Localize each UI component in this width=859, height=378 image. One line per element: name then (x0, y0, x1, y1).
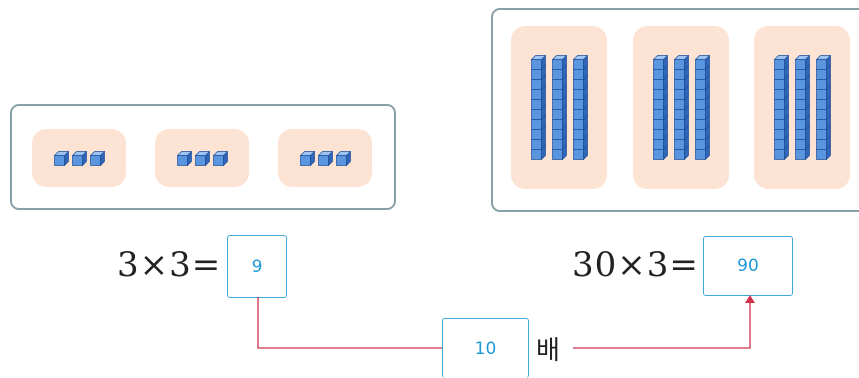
ten-rod-icon (551, 55, 567, 160)
tens-equation: 30×3= (572, 245, 699, 285)
unit-cube-icon (212, 150, 228, 166)
tens-answer-box[interactable]: 90 (703, 236, 793, 296)
ones-panel (10, 104, 396, 210)
ten-rod-icon (694, 55, 710, 160)
ten-rod-icon (652, 55, 668, 160)
unit-cube-icon (299, 150, 315, 166)
rod-group-1 (511, 26, 607, 189)
unit-cube-icon (317, 150, 333, 166)
unit-cube-icon (89, 150, 105, 166)
connector-line-right (573, 301, 751, 349)
cube-group-3 (278, 129, 372, 187)
tens-panel (491, 8, 859, 212)
unit-cube-icon (194, 150, 210, 166)
unit-cube-icon (53, 150, 69, 166)
ten-rod-icon (673, 55, 689, 160)
factor-answer-box[interactable]: 10 (442, 318, 529, 378)
rod-group-2 (633, 26, 729, 189)
unit-cube-icon (335, 150, 351, 166)
ten-rod-icon (572, 55, 588, 160)
arrowhead-icon (745, 295, 755, 303)
ten-rod-icon (530, 55, 546, 160)
ten-rod-icon (794, 55, 810, 160)
rod-group-3 (754, 26, 850, 189)
connector-line-left (257, 297, 442, 349)
ones-equation: 3×3= (117, 245, 222, 285)
cube-group-1 (32, 129, 126, 187)
cube-group-2 (155, 129, 249, 187)
unit-cube-icon (176, 150, 192, 166)
unit-cube-icon (71, 150, 87, 166)
factor-unit-label: 배 (536, 336, 560, 366)
ten-rod-icon (815, 55, 831, 160)
ones-answer-box[interactable]: 9 (227, 235, 287, 298)
ten-rod-icon (773, 55, 789, 160)
